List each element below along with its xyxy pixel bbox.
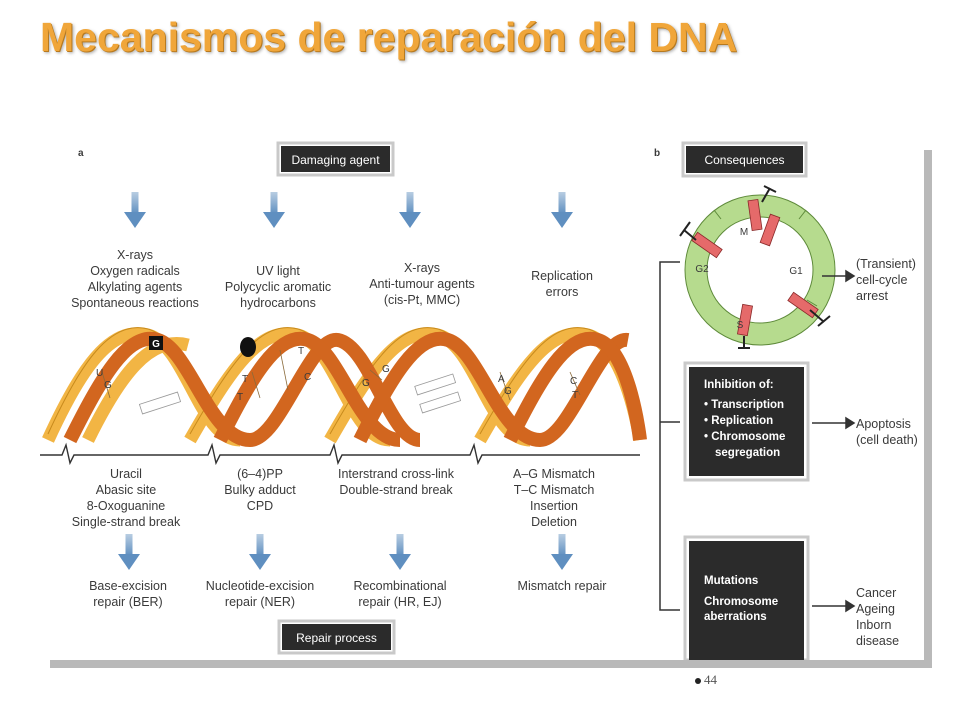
agent-arrow-2 xyxy=(263,192,285,228)
agent-arrow-1 xyxy=(124,192,146,228)
agent-3-line-3: (cis-Pt, MMC) xyxy=(384,293,460,307)
outcome-2-line-2: (cell death) xyxy=(856,433,918,447)
agent-1-line-3: Alkylating agents xyxy=(88,280,183,294)
inhibition-item-1: • Transcription xyxy=(704,399,784,411)
lesion-4-line-3: Insertion xyxy=(530,499,578,513)
helix-label-t3: T xyxy=(298,346,304,357)
agent-4-line-2: errors xyxy=(546,285,579,299)
dna-helix: G U G T T T C G G A G C T xyxy=(42,327,647,448)
inhibition-box: Inhibition of: • Transcription • Replica… xyxy=(683,361,810,482)
outcome-2-line-1: Apoptosis xyxy=(856,417,911,431)
inhibition-item-2: • Replication xyxy=(704,415,773,427)
inhibition-title: Inhibition of: xyxy=(704,379,774,391)
repair-1-line-1: Base-excision xyxy=(89,579,167,593)
mutations-line-2: Chromosome xyxy=(704,596,778,608)
repair-3-line-2: repair (HR, EJ) xyxy=(358,595,441,609)
lesion-1-line-3: 8-Oxoguanine xyxy=(87,499,166,513)
phase-s: S xyxy=(737,320,744,331)
agent-3-line-1: X-rays xyxy=(404,261,440,275)
diagram-panel: a b Damaging agent X-rays Oxygen radical… xyxy=(40,140,924,660)
agent-arrow-3 xyxy=(399,192,421,228)
repair-2-line-2: repair (NER) xyxy=(225,595,295,609)
phase-g2: G2 xyxy=(695,264,709,275)
agent-1-line-1: X-rays xyxy=(117,248,153,262)
oxoguanine-marker xyxy=(149,336,163,350)
lesion-2-line-1: (6–4)PP xyxy=(237,467,283,481)
outcome-1-line-2: cell-cycle xyxy=(856,273,907,287)
helix-label-g1: G xyxy=(104,380,112,391)
helix-label-a: A xyxy=(498,374,505,385)
helix-label-c2: C xyxy=(570,376,577,387)
helix-label-c1: C xyxy=(304,372,311,383)
damaging-agent-label: Damaging agent xyxy=(291,153,380,167)
mutations-line-1: Mutations xyxy=(704,575,758,587)
bullet-dot xyxy=(695,678,701,685)
agent-1-line-4: Spontaneous reactions xyxy=(71,296,199,310)
helix-label-t1: T xyxy=(242,374,248,385)
page-number-text: 44 xyxy=(704,672,717,687)
outcome-3-line-1: Cancer xyxy=(856,586,896,600)
repair-2-line-1: Nucleotide-excision xyxy=(206,579,314,593)
helix-baseline xyxy=(40,442,640,466)
lesion-4-line-1: A–G Mismatch xyxy=(513,467,595,481)
damaging-agent-box: Damaging agent xyxy=(276,141,395,177)
helix-label-g4: G xyxy=(504,386,512,397)
consequence-bracket xyxy=(659,261,680,611)
agent-arrow-4 xyxy=(551,192,573,228)
cell-cycle-diagram: M G1 S G2 xyxy=(679,185,836,349)
dna-repair-diagram: a b Damaging agent X-rays Oxygen radical… xyxy=(40,141,918,660)
repair-3-line-1: Recombinational xyxy=(353,579,446,593)
agent-2-line-2: Polycyclic aromatic xyxy=(225,280,331,294)
consequences-box: Consequences xyxy=(681,141,808,178)
lesion-2-line-3: CPD xyxy=(247,499,273,513)
agent-2-line-1: UV light xyxy=(256,264,300,278)
helix-label-u: U xyxy=(96,368,103,379)
phase-g1: G1 xyxy=(789,266,803,277)
lesion-4-line-4: Deletion xyxy=(531,515,577,529)
outcome-1-line-3: arrest xyxy=(856,289,888,303)
helix-label-g-box: G xyxy=(152,339,160,350)
repair-arrow-2 xyxy=(249,534,271,570)
page-number: 44 xyxy=(695,672,717,688)
lesion-4-line-2: T–C Mismatch xyxy=(514,483,595,497)
agent-2-line-3: hydrocarbons xyxy=(240,296,316,310)
lesion-2-line-2: Bulky adduct xyxy=(224,483,296,497)
inhibition-item-3: • Chromosome xyxy=(704,431,785,443)
helix-label-g2: G xyxy=(362,378,370,389)
phase-m: M xyxy=(740,227,748,238)
lesion-3-line-2: Double-strand break xyxy=(339,483,453,497)
panel-a-letter: a xyxy=(78,148,84,159)
repair-process-label: Repair process xyxy=(296,631,377,645)
repair-arrow-1 xyxy=(118,534,140,570)
bulky-adduct-marker xyxy=(240,337,256,357)
consequences-label: Consequences xyxy=(704,153,784,167)
lesion-1-line-2: Abasic site xyxy=(96,483,156,497)
helix-label-g3: G xyxy=(382,364,390,375)
lesion-1-line-4: Single-strand break xyxy=(72,515,181,529)
inhibition-item-4: segregation xyxy=(715,447,780,459)
repair-1-line-2: repair (BER) xyxy=(93,595,162,609)
agent-1-line-2: Oxygen radicals xyxy=(90,264,180,278)
outcome-3-line-2: Ageing xyxy=(856,602,895,616)
panel-b-letter: b xyxy=(654,148,660,159)
repair-4-line-1: Mismatch repair xyxy=(518,579,607,593)
outcome-1-line-1: (Transient) xyxy=(856,257,916,271)
lesion-1-line-1: Uracil xyxy=(110,467,142,481)
outcome-3-line-4: disease xyxy=(856,634,899,648)
lesion-3-line-1: Interstrand cross-link xyxy=(338,467,455,481)
agent-4-line-1: Replication xyxy=(531,269,593,283)
slide-title: Mecanismos de reparación del DNA xyxy=(40,14,738,60)
agent-3-line-2: Anti-tumour agents xyxy=(369,277,475,291)
repair-process-box: Repair process xyxy=(277,619,396,655)
repair-arrow-4 xyxy=(551,534,573,570)
repair-arrow-3 xyxy=(389,534,411,570)
mutations-line-3: aberrations xyxy=(704,611,767,623)
mutations-box: Mutations Chromosome aberrations xyxy=(683,535,810,660)
outcome-3-line-3: Inborn xyxy=(856,618,891,632)
helix-label-t2: T xyxy=(237,392,243,403)
helix-label-t4: T xyxy=(572,390,578,401)
